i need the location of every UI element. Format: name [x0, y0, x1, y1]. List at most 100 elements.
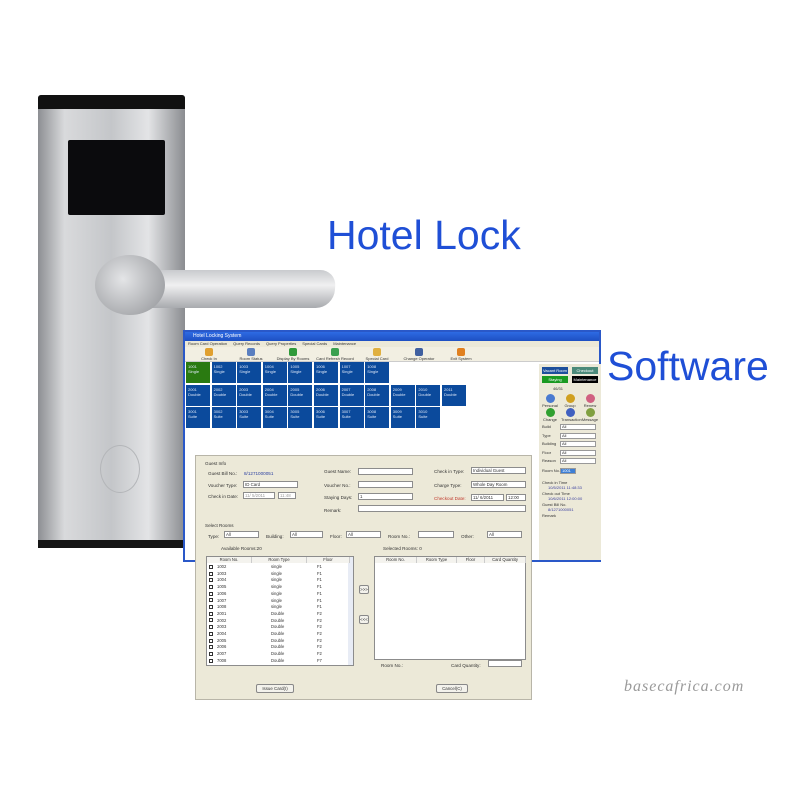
row-checkbox[interactable] [209, 578, 213, 583]
toolbar-button[interactable]: Display By Rooms [273, 347, 313, 361]
check-in-date-field[interactable]: 11/ 5/2011 [243, 492, 275, 499]
issue-card-button[interactable]: Issue Card(I) [256, 684, 294, 693]
menu-item[interactable]: Special Cards [302, 341, 328, 346]
building-select[interactable]: All [290, 531, 323, 538]
move-right-button[interactable]: >>> [359, 585, 369, 594]
row-checkbox[interactable] [209, 651, 213, 656]
action-button[interactable]: Change [541, 408, 559, 422]
toolbar-button[interactable]: Room Status [231, 347, 271, 361]
toolbar-button[interactable]: Special Card [357, 347, 397, 361]
column-header[interactable]: Room Type [252, 557, 307, 563]
action-button[interactable]: Message [581, 408, 599, 422]
row-checkbox[interactable] [209, 618, 213, 623]
checkout-date-field[interactable]: 11/ 6/2011 [471, 494, 504, 501]
check-in-type-select[interactable]: Individual Guest [471, 467, 526, 474]
move-left-button[interactable]: <<< [359, 615, 369, 624]
row-checkbox[interactable] [209, 645, 213, 650]
row-checkbox[interactable] [209, 605, 213, 610]
check-in-time-field[interactable]: 11:48 [278, 492, 296, 499]
toolbar-button[interactable]: Check In [189, 347, 229, 361]
menu-item[interactable]: Query Records [233, 341, 261, 346]
action-button[interactable]: Transaction [561, 408, 582, 422]
checkout-time-field[interactable]: 12:00 [506, 494, 526, 501]
row-checkbox[interactable] [209, 611, 213, 616]
toolbar-button[interactable]: Card Refresh Record [315, 347, 355, 361]
row-checkbox[interactable] [209, 564, 213, 569]
row-checkbox[interactable] [209, 598, 213, 603]
type-select[interactable]: All [224, 531, 259, 538]
action-button[interactable]: Renew [581, 394, 599, 408]
column-header[interactable]: Room No. [207, 557, 252, 563]
column-header[interactable]: Room Type [417, 557, 457, 563]
action-button[interactable]: Group [561, 394, 579, 408]
column-header[interactable]: Card Quantity [485, 557, 526, 563]
other-select[interactable]: All [487, 531, 522, 538]
guest-name-input[interactable] [358, 468, 413, 475]
list-scrollbar[interactable] [348, 557, 353, 665]
menu-item[interactable]: Query Properties [266, 341, 297, 346]
room-no-input[interactable] [418, 531, 454, 538]
column-header[interactable]: Room No. [375, 557, 417, 563]
room-no-field[interactable]: 1001 [560, 468, 576, 474]
toolbar-button[interactable]: Exit System [441, 347, 481, 361]
row-checkbox[interactable] [209, 638, 213, 643]
row-checkbox[interactable] [209, 625, 213, 630]
menu-item[interactable]: Room Card Operation [188, 341, 228, 346]
filter-select[interactable]: All [560, 432, 596, 439]
filter-select[interactable]: All [560, 449, 596, 456]
row-checkbox[interactable] [209, 571, 213, 576]
staying-days-input[interactable]: 1 [358, 493, 413, 500]
voucher-no-input[interactable] [358, 481, 413, 488]
row-checkbox[interactable] [209, 591, 213, 596]
voucher-type-select[interactable]: ID Card [243, 481, 298, 488]
column-header[interactable]: Floor [307, 557, 350, 563]
column-header[interactable]: Floor [457, 557, 485, 563]
menu-item[interactable]: Maintenance [333, 341, 357, 346]
row-checkbox[interactable] [209, 584, 213, 589]
filter-select[interactable]: All [560, 424, 596, 430]
row-checkbox[interactable] [209, 631, 213, 636]
status-button[interactable]: Vacant Room [542, 367, 568, 374]
charge-type-select[interactable]: Whole Day Room [471, 481, 526, 488]
status-button[interactable]: Maintenance [572, 376, 598, 383]
